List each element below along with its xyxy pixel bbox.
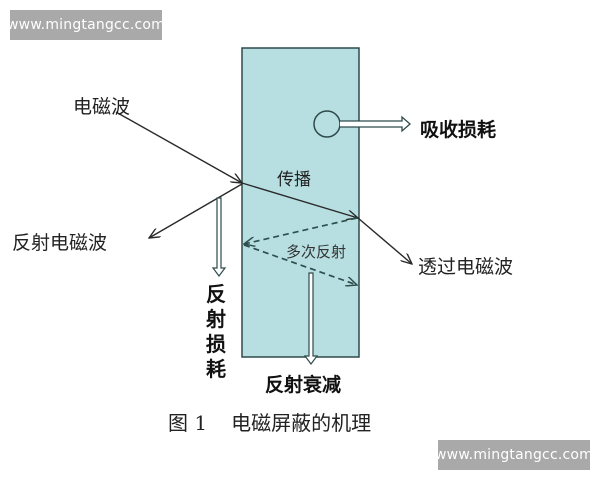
reflection-loss-label: 反射损耗 [206,282,226,381]
transmitted-wave-label: 透过电磁波 [418,256,514,278]
absorption-arrow-icon [340,115,411,133]
incident-wave-label: 电磁波 [73,96,131,118]
propagation-label: 传播 [277,170,311,190]
figure-caption: 图 1 电磁屏蔽的机理 [168,407,371,436]
incident-wave-arrow [115,111,242,183]
watermark-top-left: www.mingtangcc.com [7,10,165,40]
transmitted-wave-arrow [357,217,412,264]
absorption-loss-label: 吸收损耗 [420,119,497,141]
figure-title: 电磁屏蔽的机理 [231,411,372,435]
absorption-circle-icon [313,110,341,138]
reflected-wave-label: 反射电磁波 [12,232,108,254]
shield-panel [241,47,360,358]
reflection-attenuation-arrow-icon [303,272,319,365]
reflected-wave-arrow [149,183,243,238]
figure-number: 图 1 [168,411,208,435]
reflection-attenuation-label: 反射衰减 [265,374,342,396]
multiple-reflection-label: 多次反射 [286,243,347,261]
watermark-bottom-right: www.mingtangcc.com [435,440,593,470]
reflection-loss-arrow-icon [211,197,227,277]
propagation-arrow [241,182,358,218]
